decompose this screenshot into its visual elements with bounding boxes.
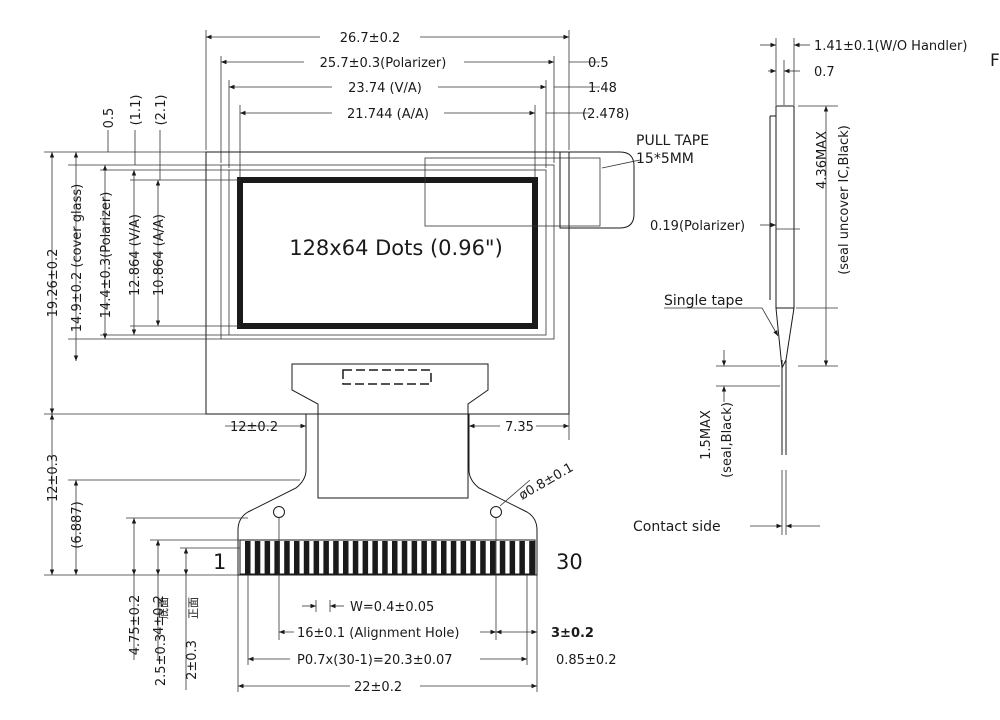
- contact-pin: [519, 541, 525, 574]
- side-thickness: 1.41±0.1(W/O Handler): [814, 39, 967, 54]
- viewing-area-outline: [228, 169, 547, 336]
- driver-ic: [342, 369, 432, 385]
- contact-pin: [254, 541, 261, 574]
- dim-polarizer-width: 25.7±0.3(Polarizer): [320, 56, 447, 71]
- panel-label: 128x64 Dots (0.96"): [289, 236, 503, 260]
- dim-fpc-height-ref: (6.887): [70, 501, 85, 548]
- contact-pin: [421, 541, 427, 574]
- pull-tape-size: 15*5MM: [636, 151, 694, 167]
- dim-fpc-offset: 7.35: [505, 420, 534, 435]
- dim-25: 2.5±0.3: [154, 634, 169, 686]
- dim-va-width: 23.74 (V/A): [348, 81, 422, 96]
- dim-2: 2±0.3: [185, 640, 200, 680]
- dim-polarizer-offset: 0.5: [588, 56, 609, 71]
- dim-alignment-hole: 16±0.1 (Alignment Hole): [297, 626, 459, 641]
- side-contact-side: Contact side: [633, 519, 721, 535]
- dim-va-offset: 1.48: [588, 81, 617, 96]
- side-max-height: 4.36MAX: [815, 131, 830, 189]
- dim-top-05: 0.5: [102, 108, 117, 129]
- dim-top-21: (2.1): [154, 95, 169, 126]
- dim-top-11: (1.1): [129, 95, 144, 126]
- top-dimensions: 26.7±0.2 25.7±0.3(Polarizer) 0.5 23.74 (…: [205, 28, 629, 178]
- pull-tape: PULL TAPE 15*5MM: [424, 133, 709, 229]
- dim-fpc-width: 12±0.2: [230, 420, 278, 435]
- dim-va-height: 12.864 (V/A): [128, 214, 143, 296]
- contact-pin: [303, 541, 310, 574]
- contact-pin: [509, 541, 516, 574]
- dim-overall-height: 19.26±0.2: [46, 249, 61, 318]
- dim-aa-height: 10.864 (A/A): [152, 214, 167, 296]
- contact-pin: [392, 541, 398, 574]
- contact-pin: [284, 541, 290, 574]
- contact-pin: [274, 541, 280, 574]
- dim-aa-width: 21.744 (A/A): [347, 107, 429, 122]
- ic-seal-area: [291, 363, 489, 499]
- side-view: 1.41±0.1(W/O Handler) 0.7 0.19(Polarizer…: [633, 38, 1000, 535]
- contact-pin: [362, 541, 369, 574]
- contact-pin: [490, 541, 496, 574]
- dim-cover-glass-height: 14.9±0.2 (cover glass): [70, 184, 85, 332]
- dim-hole-distance: 3±0.2: [551, 626, 594, 641]
- label-front-face: 正面: [187, 597, 200, 619]
- dim-4: 4±0.2: [152, 595, 167, 635]
- contact-pin: [460, 541, 467, 574]
- alignment-hole-left: [273, 506, 285, 518]
- fpc-dimensions: 12±0.2 7.35 ø0.8±0.1 W=0.4±0.05 16±0.1 (…: [225, 414, 617, 695]
- contact-pin: [450, 541, 457, 574]
- alignment-hole-right: [490, 506, 502, 518]
- side-seal-black: (seal,Black): [720, 402, 735, 478]
- fpc-tail: 1 30: [213, 414, 583, 576]
- module-outline: 128x64 Dots (0.96"): [205, 151, 570, 415]
- contact-pin: [352, 541, 359, 574]
- active-area-frame: [237, 177, 538, 329]
- contact-pin: [480, 541, 486, 574]
- cover-glass-outline: [205, 151, 570, 415]
- contact-pin: [245, 541, 251, 574]
- dim-pin-width: W=0.4±0.05: [350, 600, 434, 615]
- contact-pin: [401, 541, 408, 574]
- dim-hole-diameter: ø0.8±0.1: [517, 460, 577, 503]
- contact-pin: [499, 541, 506, 574]
- side-thin-width: 0.7: [814, 65, 835, 80]
- dim-475: 4.75±0.2: [128, 595, 143, 656]
- side-polarizer: 0.19(Polarizer): [650, 219, 745, 234]
- pull-tape-label: PULL TAPE: [636, 133, 709, 149]
- contact-pin: [333, 541, 339, 574]
- dim-polarizer-height: 14.4±0.3(Polarizer): [99, 192, 114, 319]
- label-back-face: 底面: [156, 597, 170, 619]
- contact-pin: [411, 541, 418, 574]
- contact-pin: [343, 541, 349, 574]
- side-seal-max: 1.5MAX: [699, 410, 714, 460]
- pin-last-label: 30: [556, 550, 583, 574]
- side-glass: [775, 105, 795, 309]
- contact-pin: [323, 541, 329, 574]
- contact-pin: [470, 541, 476, 574]
- contact-pin: [441, 541, 447, 574]
- dim-overall-width: 26.7±0.2: [340, 31, 401, 46]
- contact-pins: [245, 541, 535, 574]
- dim-aa-offset: (2.478): [582, 107, 629, 122]
- contact-pin: [294, 541, 300, 574]
- pin-first-label: 1: [213, 550, 226, 574]
- contact-pin: [529, 541, 535, 574]
- contact-pin: [382, 541, 388, 574]
- side-seal-ic: (seal uncover IC,Black): [837, 125, 852, 275]
- contact-pin: [313, 541, 320, 574]
- contact-pin: [264, 541, 271, 574]
- dim-total-width: 22±0.2: [354, 680, 402, 695]
- side-single-tape: Single tape: [664, 293, 743, 309]
- contact-pin: [372, 541, 378, 574]
- dim-edge: 0.85±0.2: [556, 653, 617, 668]
- contact-pin: [431, 541, 437, 574]
- polarizer-outline: [220, 164, 555, 340]
- edge-letter: F: [990, 51, 1000, 71]
- left-dimensions: 19.26±0.2 14.9±0.2 (cover glass) 14.4±0.…: [44, 95, 300, 690]
- dim-pitch: P0.7x(30-1)=20.3±0.07: [297, 653, 453, 668]
- dim-fpc-height: 12±0.3: [46, 454, 61, 502]
